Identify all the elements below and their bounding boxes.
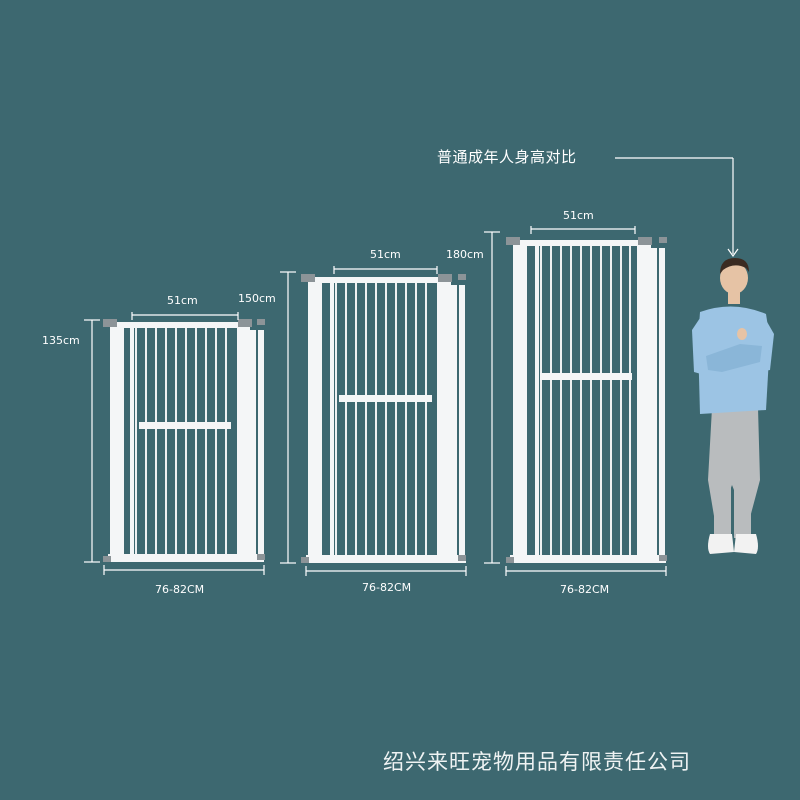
gate-180-range-label: 76-82CM: [560, 583, 610, 596]
gate-150-height-label: 150cm: [238, 292, 276, 305]
gate-180-height-label: 180cm: [446, 248, 484, 261]
human-figure: [692, 258, 774, 554]
reference-label: 普通成年人身高对比: [437, 148, 577, 166]
gate-180-width-label: 51cm: [563, 209, 594, 222]
gate-150: [280, 266, 467, 576]
gate-150-width-label: 51cm: [370, 248, 401, 261]
company-name: 绍兴来旺宠物用品有限责任公司: [383, 750, 691, 774]
gate-135-height-label: 135cm: [42, 334, 80, 347]
gate-135: [84, 312, 265, 575]
gate-150-range-label: 76-82CM: [362, 581, 412, 594]
reference-pointer: [615, 157, 739, 258]
gate-135-width-label: 51cm: [167, 294, 198, 307]
gate-135-range-label: 76-82CM: [155, 583, 205, 596]
gate-180: [484, 226, 667, 576]
